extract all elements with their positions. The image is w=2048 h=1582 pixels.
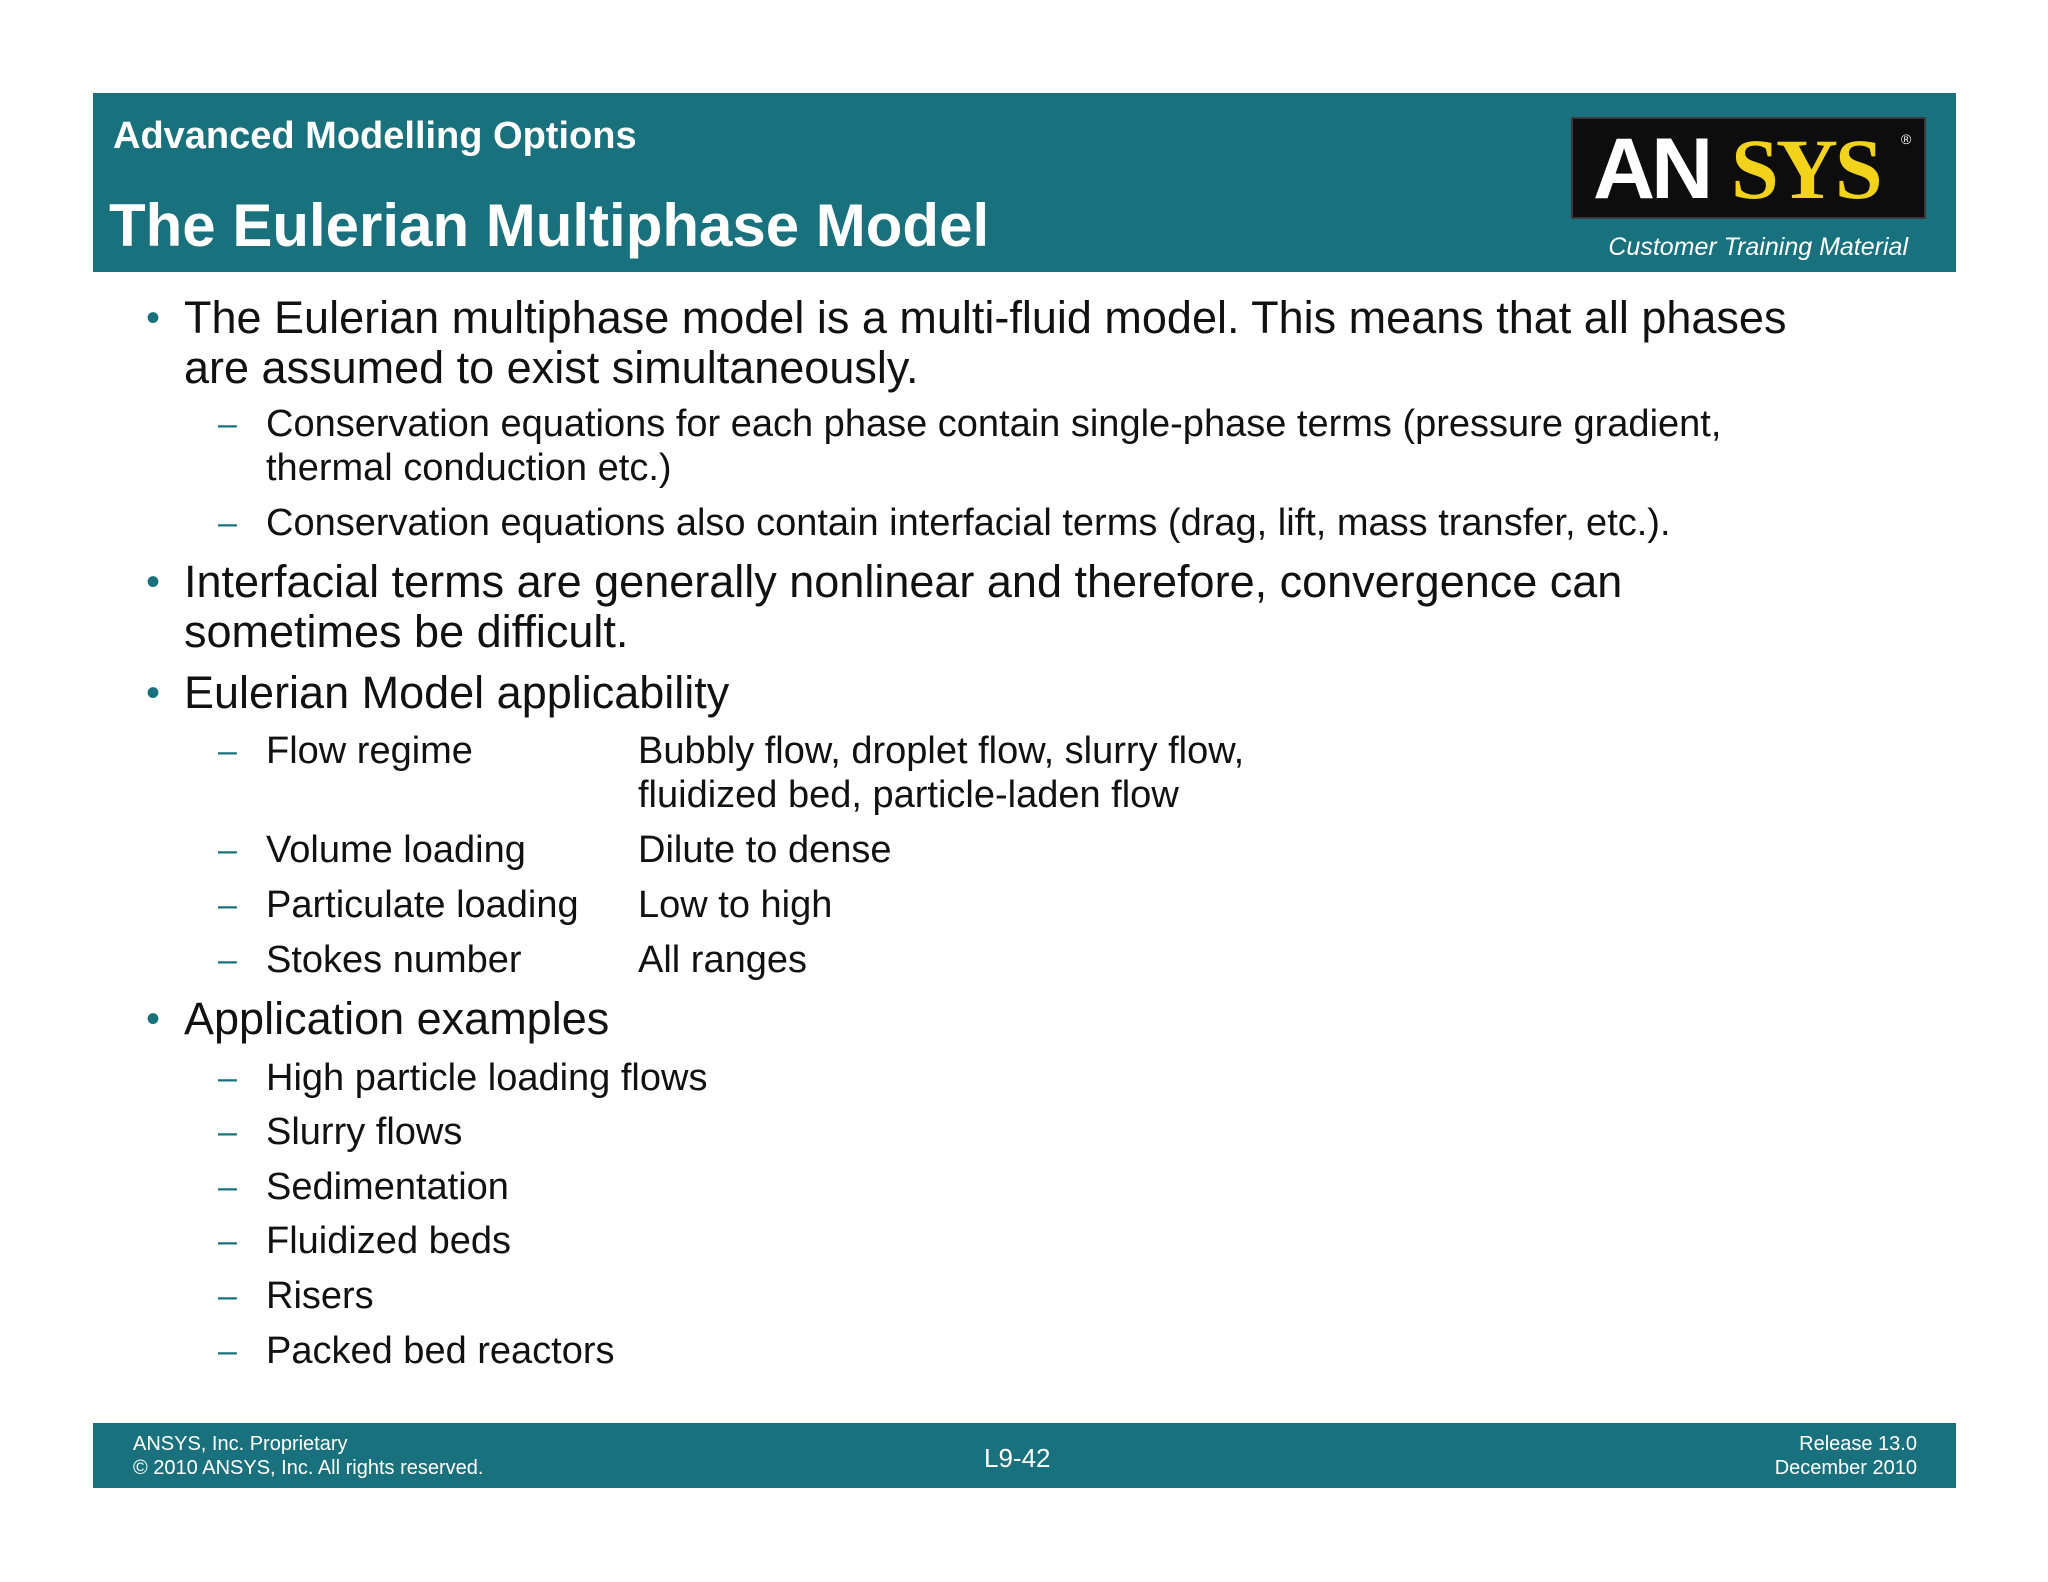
section-title: Advanced Modelling Options [113, 115, 637, 157]
registered-mark: ® [1901, 131, 1912, 147]
applicability-name: Flow regime [266, 730, 473, 772]
applicability-row: – Volume loading Dilute to dense [218, 828, 892, 872]
dash-icon: – [218, 941, 237, 979]
slide-footer: ANSYS, Inc. Proprietary © 2010 ANSYS, In… [93, 1423, 1956, 1488]
example-item: – Slurry flows [218, 1110, 463, 1154]
ansys-logo-mark: AN SYS ® [1593, 122, 1912, 214]
dash-icon: – [218, 1059, 237, 1097]
slide-header: Advanced Modelling Options The Eulerian … [93, 93, 1956, 272]
bullet-item-continuation: are assumed to exist simultaneously. [184, 343, 919, 393]
copyright-text: © 2010 ANSYS, Inc. All rights reserved. [133, 1457, 484, 1479]
training-label: Customer Training Material [1608, 233, 1908, 261]
dash-icon: – [218, 405, 237, 443]
bullet-dot-icon: • [146, 560, 161, 604]
example-text: Slurry flows [266, 1111, 463, 1153]
release-date: December 2010 [1774, 1457, 1917, 1479]
bullet-item: • The Eulerian multiphase model is a mul… [146, 292, 1787, 343]
footer-release: Release 13.0 December 2010 [1775, 1432, 1917, 1480]
applicability-row: – Flow regime Bubbly flow, droplet flow,… [218, 729, 1244, 773]
bullet-dot-icon: • [146, 997, 161, 1041]
bullet-item: • Application examples [146, 993, 610, 1044]
example-text: Packed bed reactors [266, 1330, 615, 1372]
applicability-value: Low to high [638, 884, 833, 926]
release-text: Release 13.0 [1799, 1433, 1917, 1455]
dash-icon: – [218, 504, 237, 542]
example-item: – Sedimentation [218, 1165, 509, 1209]
bullet-text: The Eulerian multiphase model is a multi… [184, 292, 1787, 343]
example-text: High particle loading flows [266, 1057, 708, 1099]
applicability-row: – Stokes number All ranges [218, 938, 807, 982]
applicability-value: Dilute to dense [638, 829, 892, 871]
sub-bullet-text: thermal conduction etc.) [266, 447, 672, 489]
applicability-value: All ranges [638, 939, 807, 981]
dash-icon: – [218, 1332, 237, 1370]
ansys-logo: AN SYS ® [1571, 117, 1926, 219]
bullet-item: • Eulerian Model applicability [146, 667, 730, 718]
bullet-text: Eulerian Model applicability [184, 667, 730, 718]
example-item: – Risers [218, 1274, 374, 1318]
dash-icon: – [218, 1222, 237, 1260]
dash-icon: – [218, 886, 237, 924]
example-item: – High particle loading flows [218, 1056, 708, 1100]
bullet-text: Application examples [184, 993, 610, 1044]
example-item: – Fluidized beds [218, 1219, 512, 1263]
applicability-name: Stokes number [266, 939, 522, 981]
example-text: Risers [266, 1275, 374, 1317]
bullet-text: sometimes be difficult. [184, 606, 629, 657]
sub-bullet-item: – Conservation equations for each phase … [218, 402, 1722, 446]
example-text: Fluidized beds [266, 1220, 512, 1262]
applicability-name: Volume loading [266, 829, 526, 871]
logo-text-yellow: SYS [1731, 122, 1880, 214]
proprietary-text: ANSYS, Inc. Proprietary [133, 1433, 348, 1455]
bullet-text: are assumed to exist simultaneously. [184, 342, 919, 393]
applicability-name: Particulate loading [266, 884, 579, 926]
example-item: – Packed bed reactors [218, 1329, 615, 1373]
sub-bullet-item-continuation: thermal conduction etc.) [266, 446, 672, 490]
example-text: Sedimentation [266, 1166, 509, 1208]
slide-title: The Eulerian Multiphase Model [109, 192, 990, 259]
bullet-text: Interfacial terms are generally nonlinea… [184, 556, 1623, 607]
sub-bullet-item: – Conservation equations also contain in… [218, 501, 1671, 545]
dash-icon: – [218, 732, 237, 770]
page-number: L9-42 [984, 1443, 1051, 1473]
footer-proprietary: ANSYS, Inc. Proprietary © 2010 ANSYS, In… [133, 1432, 483, 1480]
sub-bullet-text: Conservation equations also contain inte… [266, 502, 1671, 544]
bullet-item-continuation: sometimes be difficult. [184, 607, 628, 657]
dash-icon: – [218, 1168, 237, 1206]
applicability-value: Bubbly flow, droplet flow, slurry flow, [638, 730, 1245, 772]
applicability-value: fluidized bed, particle-laden flow [638, 774, 1179, 816]
dash-icon: – [218, 831, 237, 869]
applicability-row: – Particulate loading Low to high [218, 883, 832, 927]
bullet-dot-icon: • [146, 296, 161, 340]
bullet-item: • Interfacial terms are generally nonlin… [146, 556, 1623, 607]
logo-text-white: AN [1593, 122, 1709, 214]
dash-icon: – [218, 1277, 237, 1315]
dash-icon: – [218, 1113, 237, 1151]
bullet-dot-icon: • [146, 671, 161, 715]
sub-bullet-text: Conservation equations for each phase co… [266, 403, 1722, 445]
